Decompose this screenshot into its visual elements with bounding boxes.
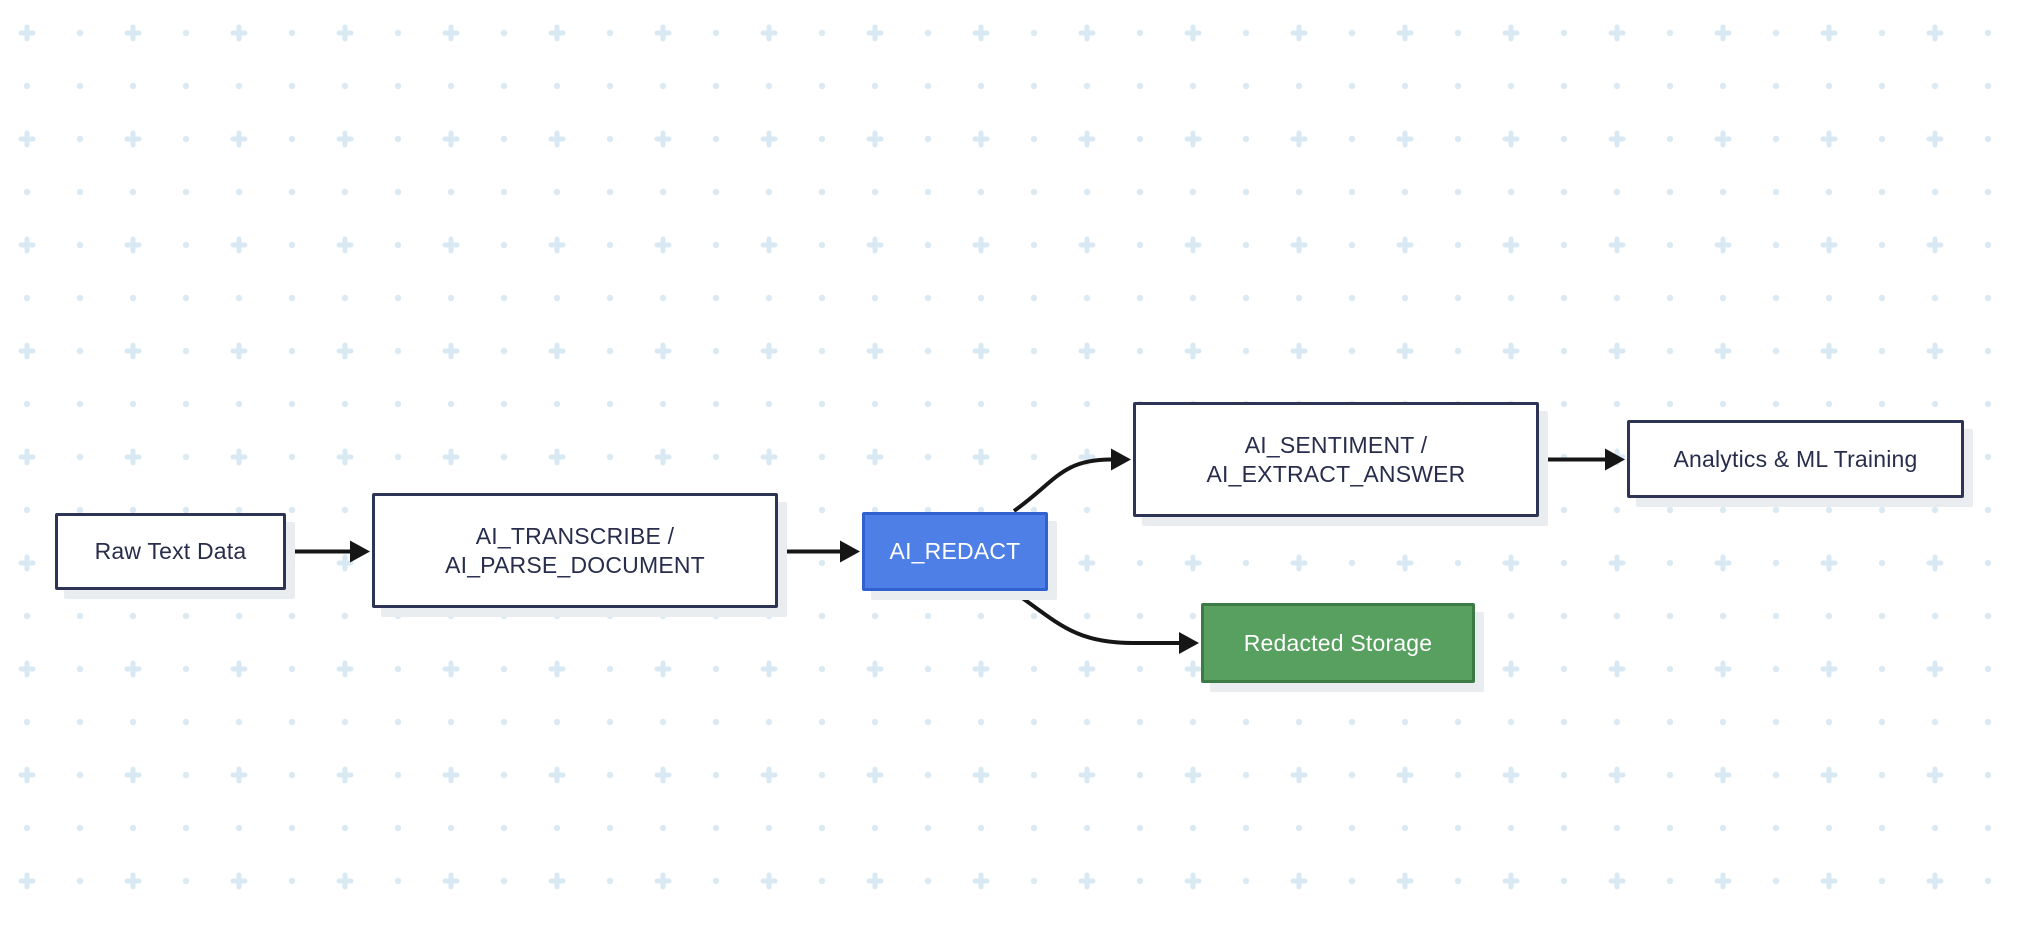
node-label-line2: AI_EXTRACT_ANSWER	[1206, 460, 1466, 487]
node-label-line1: AI_SENTIMENT /	[1244, 431, 1428, 458]
node-label: AI_REDACT	[889, 538, 1021, 564]
node-label: Analytics & ML Training	[1673, 445, 1918, 472]
node-label: Redacted Storage	[1243, 629, 1433, 656]
arrowhead-sentiment-to-analytics	[1605, 448, 1625, 471]
node-ai-sentiment-extract-answer[interactable]: AI_SENTIMENT / AI_EXTRACT_ANSWER	[1133, 402, 1539, 517]
node-analytics-ml-training[interactable]: Analytics & ML Training	[1627, 420, 1964, 498]
node-label-line2: AI_PARSE_DOCUMENT	[445, 551, 705, 578]
node-label-line1: AI_TRANSCRIBE /	[475, 522, 675, 549]
edge-redact-to-sentiment[interactable]	[1012, 457, 1112, 513]
edge-redact-to-storage[interactable]	[1012, 590, 1179, 645]
arrowhead-redact-to-storage	[1179, 632, 1199, 654]
node-label: Raw Text Data	[94, 538, 247, 564]
node-redacted-storage[interactable]: Redacted Storage	[1201, 603, 1475, 683]
arrowhead-redact-to-sentiment	[1111, 448, 1131, 471]
node-raw-text-data[interactable]: Raw Text Data	[55, 513, 286, 590]
arrowhead-transcribe-to-redact	[840, 540, 860, 563]
node-ai-redact[interactable]: AI_REDACT	[862, 512, 1048, 591]
node-ai-transcribe-parse-document[interactable]: AI_TRANSCRIBE / AI_PARSE_DOCUMENT	[372, 493, 778, 608]
arrowhead-raw-to-transcribe	[350, 540, 370, 563]
